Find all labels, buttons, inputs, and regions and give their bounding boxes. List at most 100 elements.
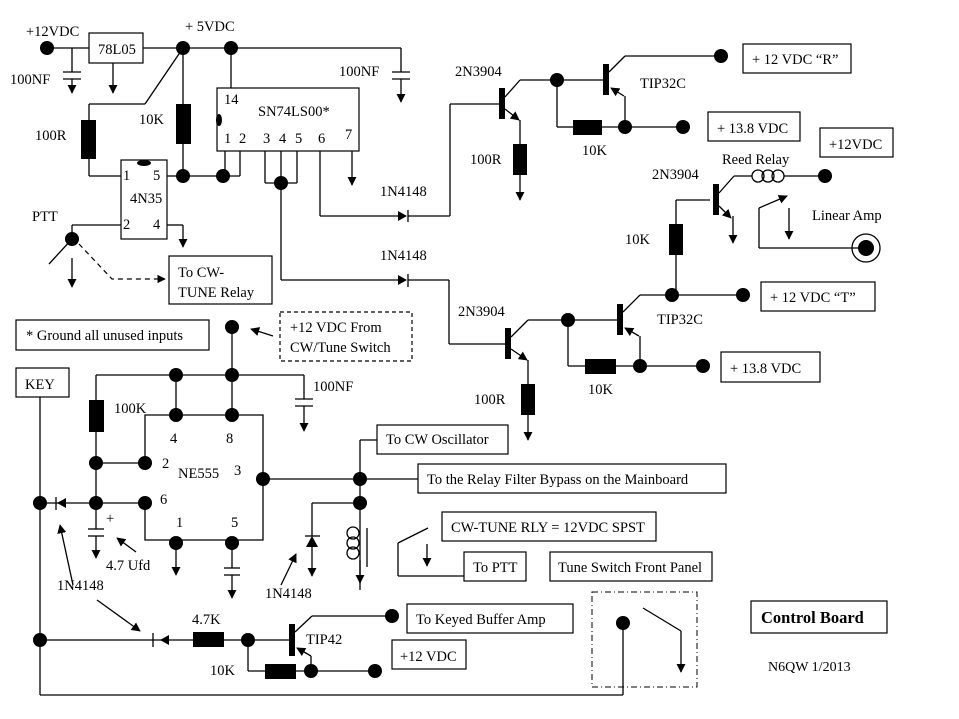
output-12v-r-label: + 12 VDC “R” (752, 52, 838, 68)
ic-pin-6: 6 (318, 131, 325, 147)
linear-amp-label: Linear Amp (812, 208, 882, 224)
relay-coil-cw-tune (346, 526, 360, 540)
label-res-100k: 100K (114, 401, 147, 417)
label-12vdc-input: +12VDC (26, 24, 79, 40)
ic-pin-14: 14 (224, 92, 239, 108)
transistor-tip32c-tx (617, 304, 623, 335)
ic-part-label: SN74LS00* (258, 104, 330, 120)
timer-pin-5: 5 (231, 515, 238, 531)
input-13v8-tx-box (720, 351, 821, 383)
to-cw-oscillator-box (376, 424, 509, 455)
relay-spec-box (441, 511, 657, 542)
opto-pin-2: 2 (123, 217, 130, 233)
rx-switch: 2N3904 100R TIP32C + 12 VDC “R” 10K + 13… (449, 43, 852, 216)
label-res-10k-keyer: 10K (210, 663, 236, 679)
to-ptt-label: To PTT (473, 560, 518, 576)
label-res-10k: 10K (139, 112, 165, 128)
tune-switch-front-panel (591, 591, 698, 688)
ic-pin-2: 2 (239, 131, 246, 147)
optocoupler-body (120, 159, 168, 240)
timer-pin-3: 3 (234, 463, 241, 479)
label-pass-rx: TIP32C (640, 76, 686, 92)
logic-ic-body (216, 87, 360, 152)
regulator-section: +12VDC 100NF 78L05 + 5VDC 100NF 100R (10, 19, 410, 177)
tune-switch-enclosure (591, 591, 698, 688)
timer-pin-6: 6 (160, 492, 167, 508)
output-12v-t-label: + 12 VDC “T” (770, 290, 856, 306)
key-label: KEY (25, 377, 55, 393)
resistor-4k7 (193, 632, 224, 647)
label-tip42: TIP42 (306, 632, 342, 648)
timer-pin-1: 1 (176, 515, 183, 531)
linear-supply-label: +12VDC (829, 137, 882, 153)
opto-pin-4: 4 (153, 217, 161, 233)
key-box (15, 367, 70, 398)
label-5vdc: + 5VDC (185, 19, 235, 35)
relay-filter-bypass-box (417, 463, 727, 494)
label-res-100r-rx: 100R (470, 152, 502, 168)
input-13v8-rx-box (707, 111, 801, 142)
to-cw-tune-relay-line2: TUNE Relay (178, 285, 255, 301)
diode-relay-clamp (306, 536, 318, 547)
label-driver-rx: 2N3904 (455, 64, 502, 80)
label-res-10k-rx: 10K (582, 143, 608, 159)
note-box (15, 319, 210, 351)
transistor-tip32c-rx (603, 64, 609, 95)
ic-pin-1: 1 (224, 131, 231, 147)
keyer-section: KEY 1N4148 4.7K TIP42 To Keyed Buffer Am… (15, 367, 624, 696)
resistor-10k-keyer (265, 664, 296, 679)
keyed-buffer-box (406, 603, 574, 634)
resistor-100r-tx (521, 384, 535, 415)
resistor-10k-pullup (176, 104, 191, 144)
cw-tune-switch-box (279, 311, 413, 362)
cw-tune-switch-line2: CW/Tune Switch (290, 340, 391, 356)
resistor-100r-rx (513, 144, 527, 175)
ic-pin-4: 4 (279, 131, 287, 147)
optocoupler-4n35: 1 5 4N35 2 4 PTT (32, 159, 230, 288)
timer-pin-8: 8 (226, 431, 233, 447)
label-res-10k-linear: 10K (625, 232, 651, 248)
label-cap-100nf-timer: 100NF (313, 379, 353, 395)
output-12v-r-box (742, 43, 852, 74)
tune-switch-label: Tune Switch Front Panel (558, 560, 702, 576)
input-13v8-rx-label: + 13.8 VDC (717, 121, 788, 137)
timer-pin-2: 2 (162, 456, 169, 472)
keyed-12v-box (391, 639, 467, 670)
opto-part-label: 4N35 (130, 191, 162, 207)
keyed-buffer-label: To Keyed Buffer Amp (416, 612, 546, 628)
logic-ic-sn74ls00: 14 SN74LS00* 1 2 3 4 5 6 7 1N4148 1N4148 (216, 48, 450, 287)
label-diode-tx: 1N4148 (380, 248, 427, 264)
label-res-10k-tx: 10K (588, 382, 614, 398)
label-diode-relay: 1N4148 (265, 586, 312, 602)
title-box (750, 600, 888, 634)
resistor-10k-tx (585, 359, 616, 374)
ic-pin-7: 7 (345, 127, 352, 143)
transistor-2n3904-rx (499, 88, 505, 119)
ic-pin-3: 3 (263, 131, 270, 147)
ic-pin-5: 5 (295, 131, 302, 147)
diode-key-timer (57, 498, 66, 508)
diode-tx (398, 275, 407, 285)
cw-tune-switch-line1: +12 VDC From (290, 320, 382, 336)
to-ptt-box (463, 551, 527, 582)
label-cap-100nf-in: 100NF (10, 72, 50, 88)
transistor-2n3904-tx (505, 328, 511, 359)
output-12v-t-box (760, 281, 876, 312)
opto-pin-1: 1 (123, 168, 130, 184)
linear-amp-connector (851, 233, 881, 263)
author-date: N6QW 1/2013 (768, 660, 851, 675)
resistor-100k (89, 400, 104, 432)
reed-relay-label: Reed Relay (722, 152, 790, 168)
ptt-label: PTT (32, 209, 58, 225)
resistor-100r (81, 120, 96, 159)
keyed-12v-label: +12 VDC (400, 649, 457, 665)
to-cw-oscillator-label: To CW Oscillator (386, 432, 489, 448)
diagram-title: Control Board (761, 608, 864, 627)
resistor-10k-linear (669, 224, 683, 255)
diode-rx (398, 211, 407, 221)
label-pass-tx: TIP32C (657, 312, 703, 328)
label-cap-100nf-logic: 100NF (339, 64, 379, 80)
timer-part-label: NE555 (178, 466, 219, 482)
timer-pin-4: 4 (170, 431, 178, 447)
